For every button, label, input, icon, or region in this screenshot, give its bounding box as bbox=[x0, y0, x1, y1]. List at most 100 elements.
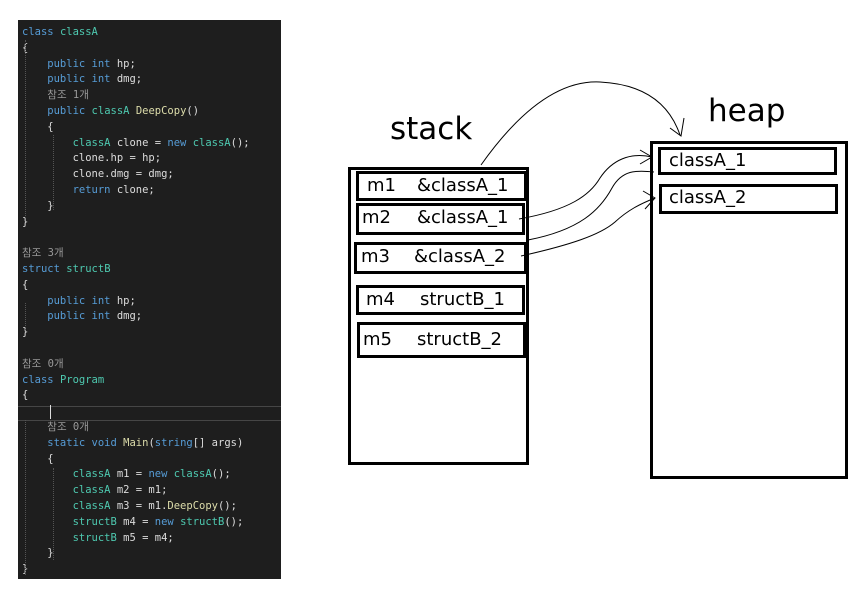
slot-value: &classA_1 bbox=[417, 207, 509, 228]
code-token: clone.dmg = dmg; bbox=[22, 168, 174, 181]
code-token: m4 = bbox=[123, 515, 155, 528]
slot-name: m3 bbox=[361, 246, 390, 267]
stack-title: stack bbox=[390, 111, 473, 147]
heap-slot-classA-2: classA_2 bbox=[659, 184, 838, 214]
code-token: 참조 1개 bbox=[22, 89, 89, 102]
code-token: { bbox=[22, 120, 54, 133]
indent-guide bbox=[53, 468, 54, 560]
code-token: classA bbox=[22, 468, 117, 481]
code-line: return clone; bbox=[22, 182, 281, 198]
code-token: (); bbox=[224, 515, 244, 528]
code-token: classA bbox=[22, 500, 117, 512]
code-token: (); bbox=[230, 136, 250, 149]
code-line: class Program bbox=[22, 372, 281, 388]
code-token: } bbox=[22, 547, 54, 560]
code-token: Program bbox=[59, 373, 105, 386]
slot-name: m2 bbox=[362, 207, 391, 228]
code-line: struct structB bbox=[22, 261, 281, 277]
code-token: class bbox=[22, 373, 60, 386]
code-token: structB bbox=[66, 263, 111, 275]
code-token: structB bbox=[22, 531, 124, 544]
stack-slot-m5: m5 structB_2 bbox=[357, 322, 526, 358]
code-token: { bbox=[22, 452, 54, 465]
slot-name: m4 bbox=[366, 289, 395, 310]
code-line: static void Main(string[] args) bbox=[22, 435, 281, 451]
code-line: public classA DeepCopy() bbox=[22, 103, 281, 119]
code-token: public int bbox=[22, 294, 117, 307]
code-token: m1 = bbox=[116, 468, 149, 481]
code-line: structB m5 = m4; bbox=[22, 530, 281, 546]
slot-name: m1 bbox=[367, 175, 396, 196]
code-line: } bbox=[22, 324, 281, 340]
code-line: public int hp; bbox=[22, 293, 281, 309]
indent-guide bbox=[25, 303, 26, 330]
arrow-extra-to-classA-1 bbox=[527, 170, 655, 241]
heap-slot-classA-1: classA_1 bbox=[658, 147, 837, 175]
code-token: classA bbox=[173, 468, 212, 481]
code-line: } bbox=[22, 198, 281, 214]
code-token: } bbox=[22, 215, 29, 228]
code-token: classA bbox=[22, 136, 117, 149]
code-line: structB m4 = new structB(); bbox=[22, 514, 281, 530]
indent-guide bbox=[25, 40, 26, 216]
code-token: } bbox=[22, 326, 29, 339]
code-token: 참조 0개 bbox=[22, 421, 89, 433]
code-line: classA m1 = new classA(); bbox=[22, 466, 281, 482]
code-token: class bbox=[22, 26, 60, 38]
code-token: m2 = m1; bbox=[116, 484, 168, 497]
code-token: (); bbox=[211, 468, 231, 481]
code-line: classA m3 = m1.DeepCopy(); bbox=[22, 498, 281, 514]
arrowhead-m2 bbox=[639, 149, 653, 165]
code-line: 참조 0개 bbox=[22, 356, 281, 372]
code-token: 참조 0개 bbox=[22, 357, 64, 370]
code-token: (); bbox=[217, 500, 237, 512]
code-token: classA bbox=[22, 484, 117, 497]
code-token: } bbox=[22, 199, 54, 212]
code-line: { bbox=[22, 119, 281, 135]
code-line: clone.dmg = dmg; bbox=[22, 166, 281, 182]
code-token: { bbox=[22, 278, 29, 291]
slot-name: classA_2 bbox=[669, 187, 747, 208]
slot-value: &classA_1 bbox=[417, 175, 509, 196]
code-line: 참조 3개 bbox=[22, 245, 281, 261]
arrow-m3-to-classA-2 bbox=[520, 197, 656, 257]
arrowhead-m3 bbox=[642, 190, 656, 210]
code-token: [] args) bbox=[192, 436, 244, 449]
heap-box bbox=[650, 141, 848, 479]
text-caret bbox=[50, 405, 51, 419]
indent-guide bbox=[25, 420, 26, 575]
code-token: public int bbox=[22, 57, 117, 70]
code-token: ( bbox=[148, 436, 155, 449]
code-line: } bbox=[22, 545, 281, 561]
code-token: dmg; bbox=[116, 73, 143, 86]
code-token: classA bbox=[192, 136, 231, 149]
heap-title: heap bbox=[708, 93, 786, 129]
stack-slot-m2: m2 &classA_1 bbox=[356, 203, 525, 235]
code-token: struct bbox=[22, 263, 67, 275]
code-editor-panel[interactable]: class classA { public int hp; public int … bbox=[18, 20, 281, 579]
arrow-m1-to-classA-1 bbox=[480, 81, 681, 166]
code-token: structB bbox=[22, 515, 124, 528]
code-line: } bbox=[22, 214, 281, 230]
code-line: public int dmg; bbox=[22, 71, 281, 87]
code-token: dmg; bbox=[116, 310, 143, 323]
code-token: hp; bbox=[116, 294, 136, 307]
code-token: clone; bbox=[116, 184, 155, 196]
code-token: return bbox=[22, 184, 117, 196]
stack-slot-m3: m3 &classA_2 bbox=[354, 242, 527, 274]
code-token: Main bbox=[123, 436, 149, 449]
code-line: classA m2 = m1; bbox=[22, 482, 281, 498]
code-token: 참조 3개 bbox=[22, 247, 64, 260]
code-token: hp; bbox=[116, 57, 136, 70]
slot-value: &classA_2 bbox=[414, 246, 506, 267]
code-token: new bbox=[167, 136, 193, 149]
arrow-m2-to-classA-1 bbox=[518, 155, 653, 220]
slot-name: m5 bbox=[363, 329, 392, 350]
code-token: public int bbox=[22, 73, 117, 86]
code-line: classA clone = new classA(); bbox=[22, 135, 281, 151]
code-token: new bbox=[148, 468, 174, 481]
slot-value: structB_1 bbox=[420, 289, 505, 310]
code-token: () bbox=[186, 105, 200, 117]
stack-box bbox=[348, 167, 529, 465]
